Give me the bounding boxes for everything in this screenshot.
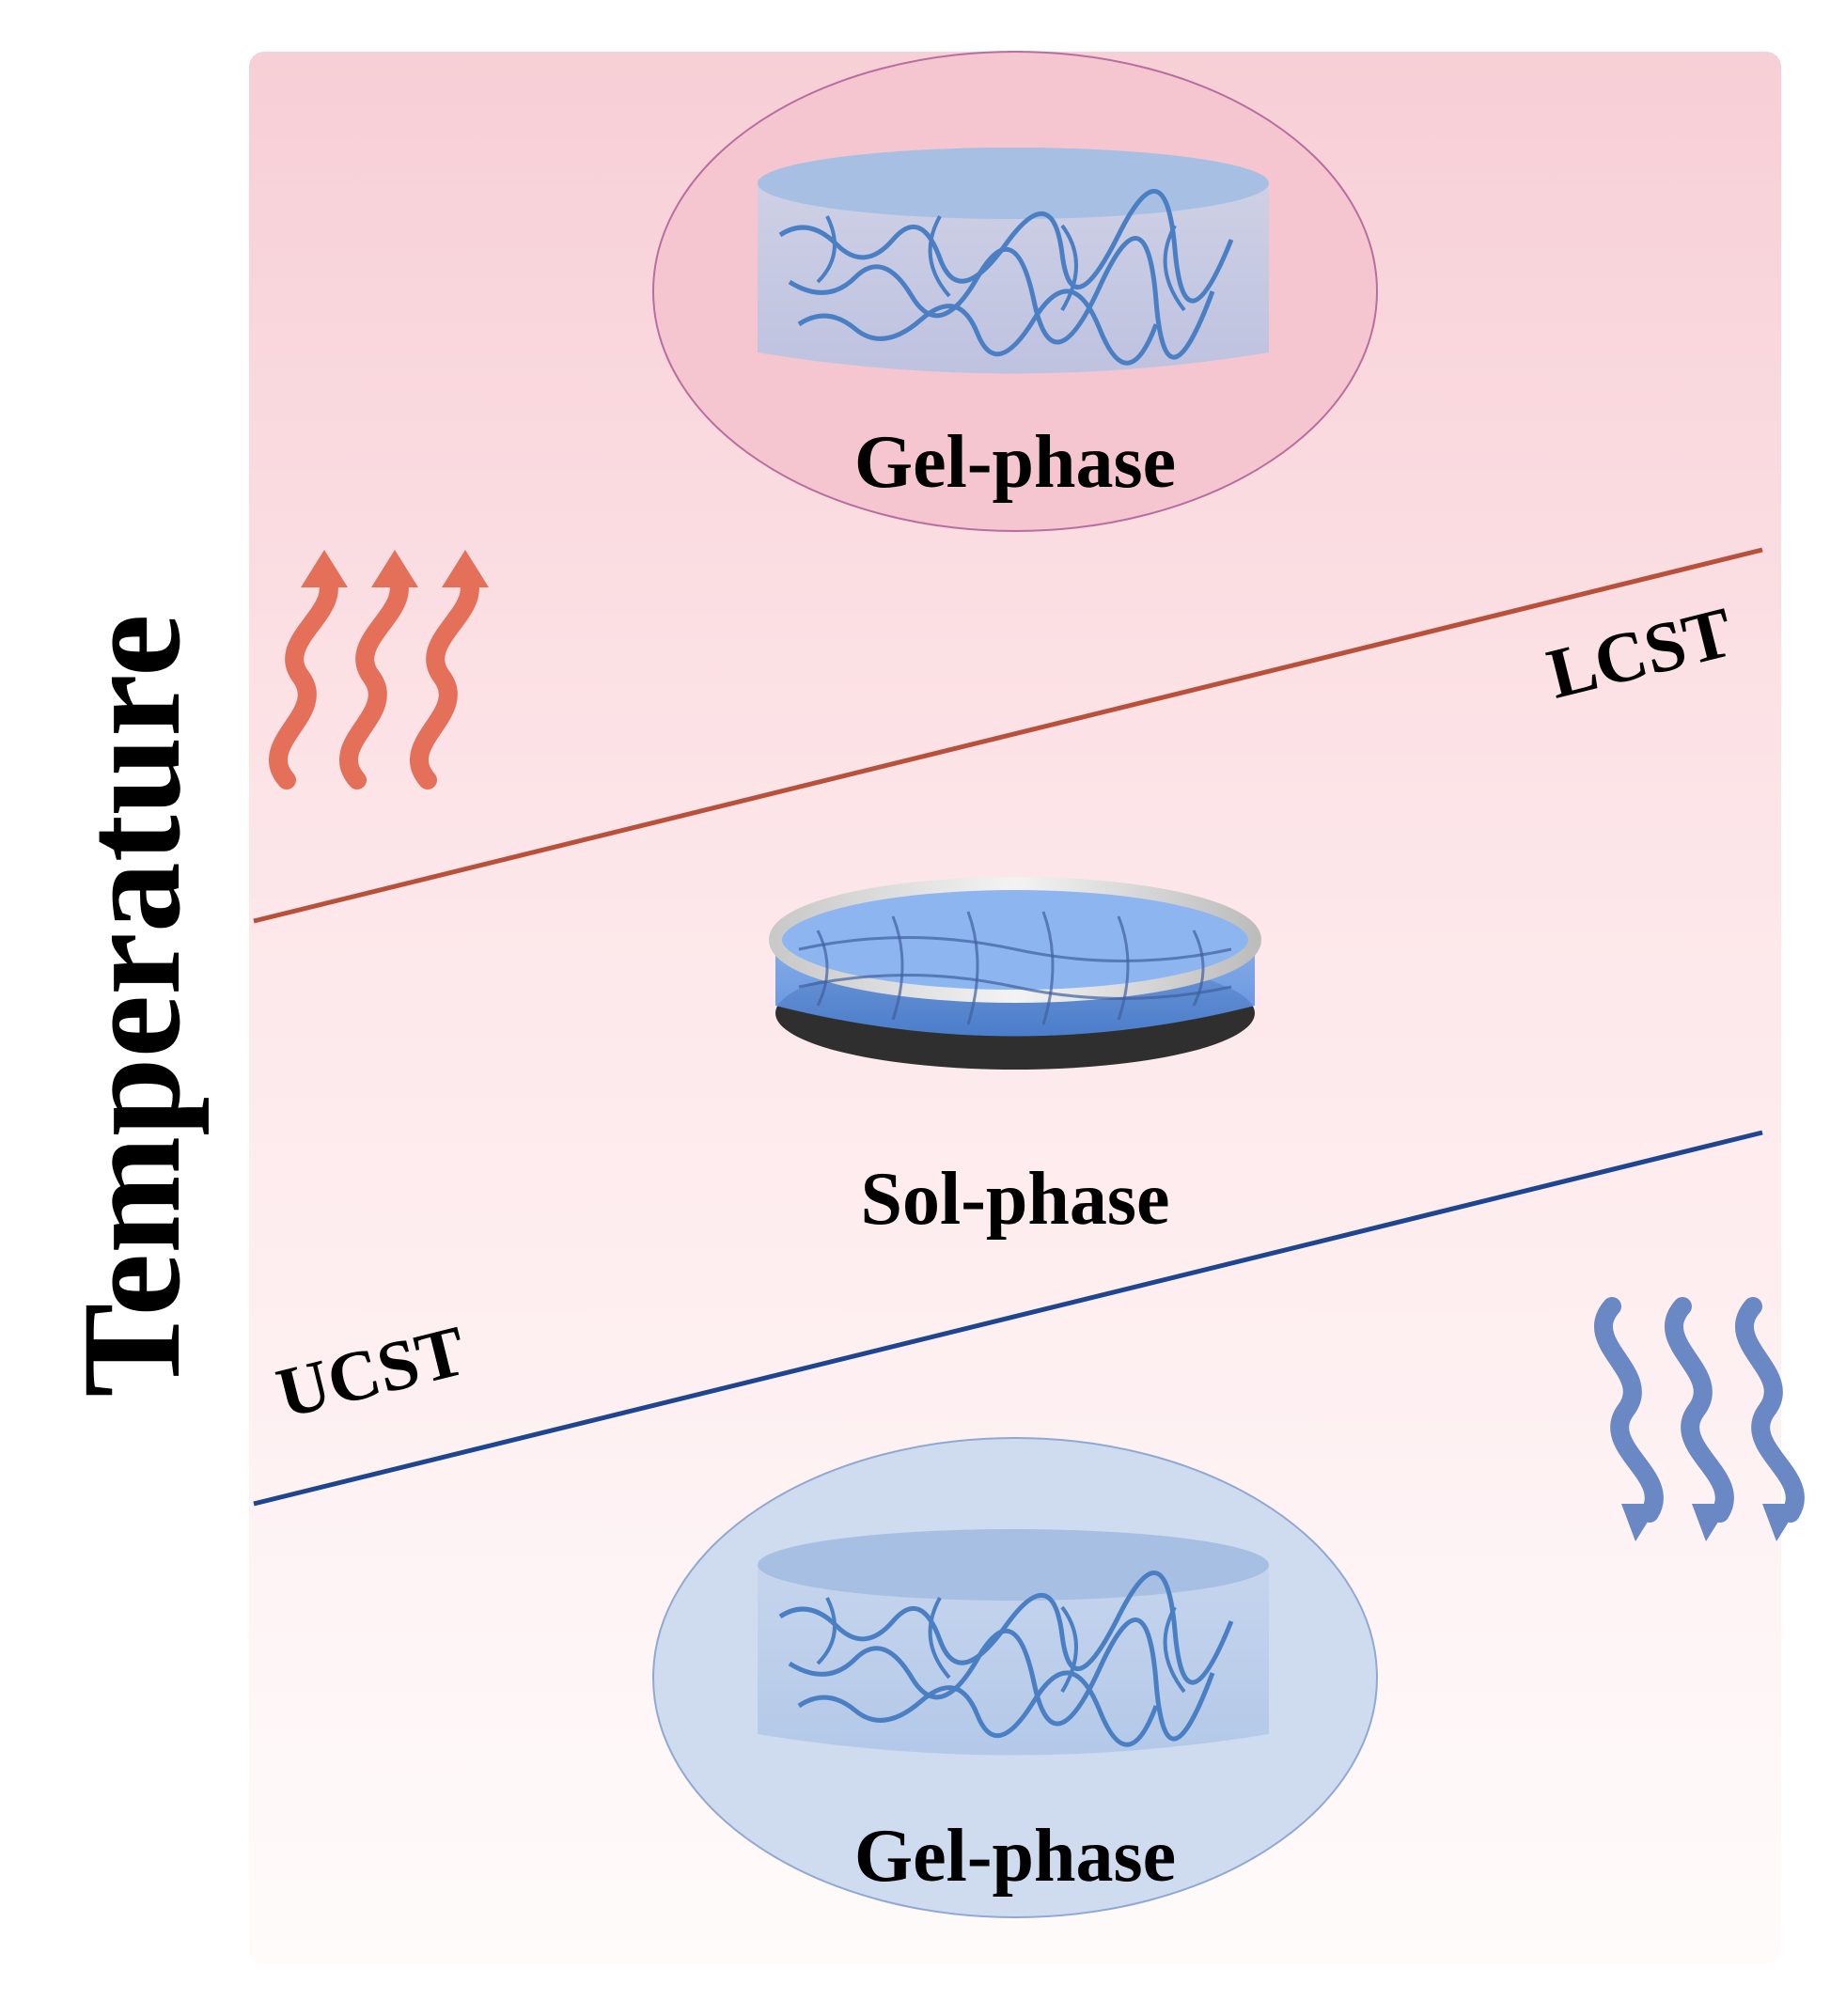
sol-phase-dish-illustration bbox=[769, 877, 1261, 1070]
sol-phase-label: Sol-phase bbox=[860, 1158, 1170, 1241]
cool-arrow-heads bbox=[1621, 1504, 1800, 1541]
heat-arrow-heads bbox=[301, 550, 489, 587]
temperature-axis-title: Temperature bbox=[54, 614, 210, 1398]
bottom-gel-illustration bbox=[652, 1437, 1378, 1918]
lcst-boundary-line bbox=[253, 547, 1763, 924]
top-gel-phase-label: Gel-phase bbox=[853, 421, 1177, 504]
cool-down-arrows-icon bbox=[1594, 1297, 1805, 1523]
top-gel-illustration bbox=[652, 51, 1378, 532]
bottom-gel-phase-label: Gel-phase bbox=[853, 1815, 1177, 1898]
heat-up-arrows-icon bbox=[269, 564, 479, 789]
ucst-boundary-line bbox=[253, 1130, 1763, 1507]
